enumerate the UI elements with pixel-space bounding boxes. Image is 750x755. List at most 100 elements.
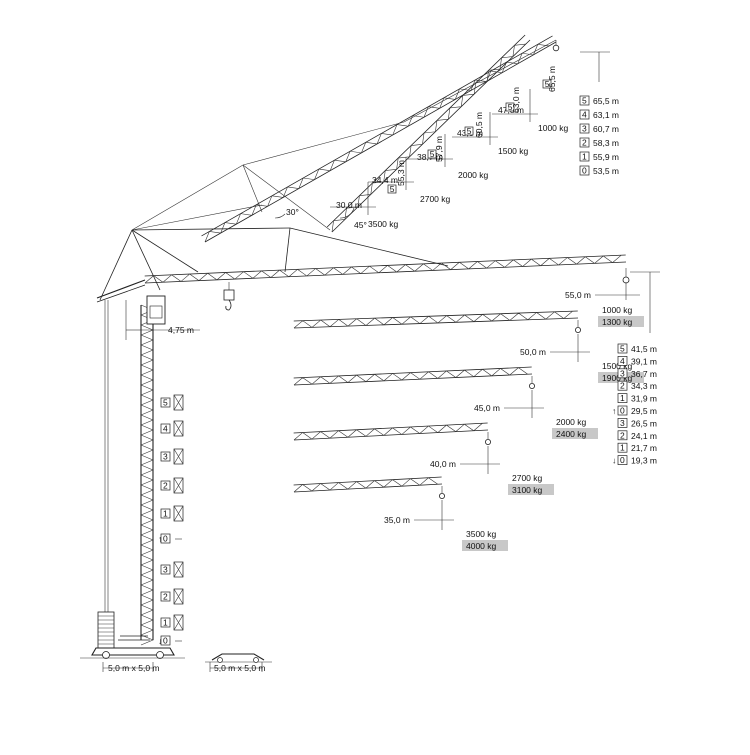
- horizontal-height-label: 24,1 m: [631, 431, 657, 441]
- horizontal-height-row: 2 34,3 m: [617, 381, 657, 391]
- luffing-load-label: 2700 kg: [420, 194, 451, 204]
- section-number: 0: [620, 455, 625, 465]
- jib-load-label: 1000 kg: [602, 305, 633, 315]
- jib-load-label: 2700 kg: [512, 473, 543, 483]
- horizontal-height-label: 39,1 m: [631, 356, 657, 366]
- section-number: 2: [582, 138, 587, 148]
- tower-section-5: ↑0: [158, 534, 182, 544]
- base-dimension-right: 5,0 m x 5,0 m: [209, 662, 266, 673]
- section-number: 0: [163, 636, 168, 646]
- section-number: 5: [467, 126, 472, 136]
- luffing-radius-label: 30,0 m: [336, 200, 362, 210]
- luffing-height-label: 53,5 m: [593, 166, 619, 176]
- horizontal-height-label: 34,3 m: [631, 381, 657, 391]
- luffing-hook-height-0: 565,5 m: [542, 66, 557, 92]
- horizontal-height-row: ↑ 0 29,5 m: [612, 406, 657, 417]
- jib-load2-box: [598, 316, 644, 327]
- section-number: 4: [620, 356, 625, 366]
- luffing-hook-height-label: 60,5 m: [474, 112, 484, 138]
- section-number: 2: [620, 381, 625, 391]
- base-label-left: 5,0 m x 5,0 m: [108, 663, 160, 673]
- jib-radius-label: 55,0 m: [565, 290, 591, 300]
- luffing-radius-label: 34,4 m: [372, 175, 398, 185]
- luffing-height-row: 2 58,3 m: [579, 138, 619, 148]
- tower-section-4: 1: [160, 505, 184, 522]
- jib-variant-3: 40,0 m 2700 kg 3100 kg: [293, 422, 554, 495]
- horizontal-height-label: 36,7 m: [631, 369, 657, 379]
- tower-offset-label: 4,75 m: [168, 325, 194, 335]
- section-number: 0: [163, 534, 168, 544]
- tower-section-7: 2: [160, 588, 184, 605]
- luffing-hook-height-label: 55,3 m: [396, 160, 406, 186]
- horizontal-height-row: 1 31,9 m: [617, 393, 657, 404]
- tower-section-0: 5: [160, 394, 184, 411]
- horizontal-height-label: 29,5 m: [631, 406, 657, 416]
- section-number: 5: [545, 79, 550, 89]
- angle-30-label: 30°: [286, 207, 299, 217]
- jib-radius-55: 55,0 m 1000 kg 1300 kg: [565, 282, 644, 327]
- main-jib: [96, 227, 630, 311]
- jib-load2-label: 3100 kg: [512, 485, 543, 495]
- section-number: 5: [430, 149, 435, 159]
- section-number: 1: [620, 393, 625, 403]
- luffing-hook-height-label: 63,0 m: [511, 87, 521, 113]
- luffing-height-row: 1 55,9 m: [579, 152, 619, 162]
- section-number: 2: [620, 430, 625, 440]
- luffing-height-label: 58,3 m: [593, 138, 619, 148]
- section-number: 0: [620, 406, 625, 416]
- horizontal-height-label: 26,5 m: [631, 418, 657, 428]
- section-number: 1: [163, 618, 168, 628]
- jib-load2-label: 4000 kg: [466, 541, 497, 551]
- tower-section-6: 3: [160, 561, 184, 578]
- horizontal-height-row: 4 39,1 m: [617, 356, 657, 366]
- section-number: 3: [582, 124, 587, 134]
- base-label-right: 5,0 m x 5,0 m: [214, 663, 266, 673]
- jib-load2-box: [508, 484, 554, 495]
- horizontal-height-label: 19,3 m: [631, 456, 657, 466]
- tower-section-9: ↓0: [158, 636, 182, 646]
- section-number: 1: [163, 509, 168, 519]
- jib-load2-label: 1900 kg: [602, 373, 633, 383]
- luffing-height-label: 55,9 m: [593, 152, 619, 162]
- jib-radius-label: 40,0 m: [430, 459, 456, 469]
- jib-load2-label: 1300 kg: [602, 317, 633, 327]
- tower-section-1: 4: [160, 420, 184, 437]
- horizontal-height-label: 21,7 m: [631, 443, 657, 453]
- luffing-height-label: 65,5 m: [593, 96, 619, 106]
- jib-load-label: 2000 kg: [556, 417, 587, 427]
- jib-load2-box: [462, 540, 508, 551]
- section-number: 5: [620, 344, 625, 354]
- jib-load-label: 1500 kg: [602, 361, 633, 371]
- section-number: 1: [582, 152, 587, 162]
- tower-offset-dimension: 4,75 m: [125, 300, 200, 340]
- horizontal-height-label: 31,9 m: [631, 394, 657, 404]
- jib-load2-box: [552, 428, 598, 439]
- section-number: 4: [582, 110, 587, 120]
- jib-load-label: 3500 kg: [466, 529, 497, 539]
- tower-section-8: 1: [160, 614, 184, 631]
- luffing-hook-height-label: 57,9 m: [434, 136, 444, 162]
- marker-arrow: ↑: [612, 406, 616, 416]
- horizontal-height-row: 2 24,1 m: [617, 430, 657, 441]
- marker-arrow: ↓: [158, 636, 162, 646]
